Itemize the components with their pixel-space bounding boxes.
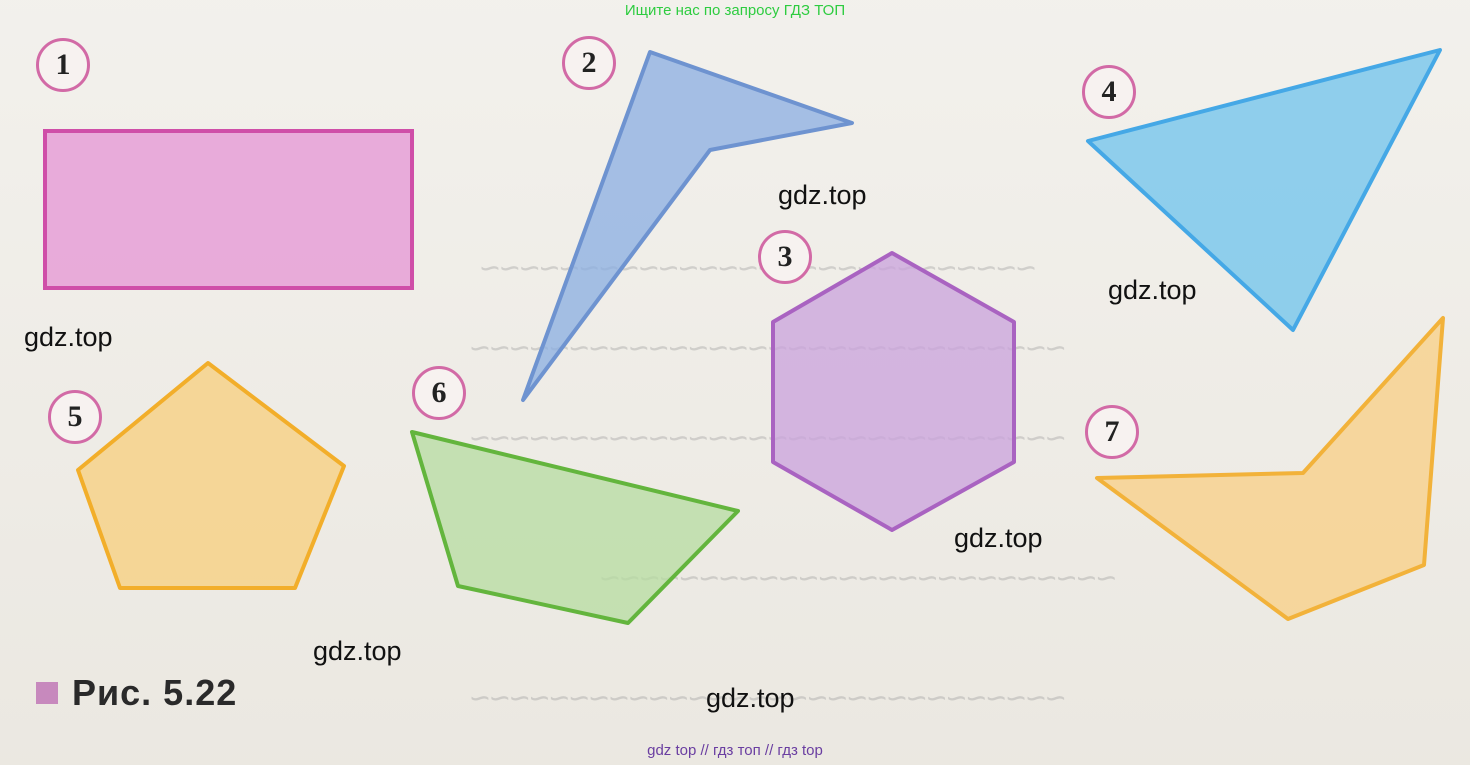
shape-label-7: 7 <box>1085 405 1139 459</box>
search-hint-link[interactable]: Ищите нас по запросу ГДЗ ТОП <box>624 2 846 19</box>
shape-label-1: 1 <box>36 38 90 92</box>
shape-2-concave-quadrilateral <box>521 50 854 402</box>
shape-label-3: 3 <box>758 230 812 284</box>
watermark-5: gdz.top <box>313 636 402 666</box>
shape-6-quadrilateral <box>410 430 740 625</box>
shape-5-pentagon <box>76 361 346 590</box>
shape-label-4: 4 <box>1082 65 1136 119</box>
shape-3-hexagon <box>771 251 1016 532</box>
figure-caption: Рис. 5.22 <box>36 672 237 714</box>
shape-label-6: 6 <box>412 366 466 420</box>
shape-7-concave-polygon <box>1095 316 1445 621</box>
caption-text: Рис. 5.22 <box>72 672 238 713</box>
shape-label-5: 5 <box>48 390 102 444</box>
watermark-3: gdz.top <box>24 322 113 352</box>
shape-4-triangle <box>1086 48 1442 332</box>
watermark-2: gdz.top <box>1108 275 1197 305</box>
shape-1-rectangle <box>43 129 414 290</box>
watermark-1: gdz.top <box>778 180 867 210</box>
shape-label-2: 2 <box>562 36 616 90</box>
watermark-6: gdz.top <box>706 683 795 713</box>
watermark-4: gdz.top <box>954 523 1043 553</box>
caption-marker <box>36 682 58 704</box>
footer-links[interactable]: gdz top // гдз топ // гдз top <box>647 742 823 759</box>
